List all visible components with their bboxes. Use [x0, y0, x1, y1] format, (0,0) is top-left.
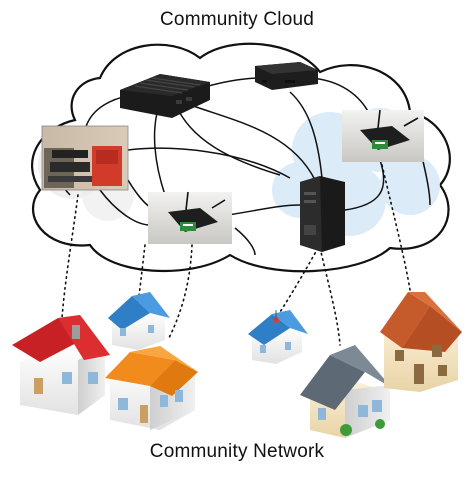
diagram-footer-label: Community Network: [149, 441, 325, 462]
diagram-title: Community Cloud: [160, 9, 314, 30]
house-gray-icon: [300, 345, 392, 438]
fanless-mini-pc-icon: [120, 74, 210, 118]
server-shelf-photo: [41, 125, 129, 191]
house-red-icon: [12, 315, 110, 415]
mini-pc-icon: [255, 62, 318, 90]
house-orange-icon: [105, 346, 198, 430]
tower-pc-icon: [300, 176, 345, 252]
house-blue-small-icon: [108, 292, 170, 350]
house-blue-antenna-icon: [248, 310, 308, 364]
router-photo-center: [148, 191, 232, 244]
house-brown-icon: [380, 292, 462, 392]
router-photo-right: [342, 109, 424, 162]
